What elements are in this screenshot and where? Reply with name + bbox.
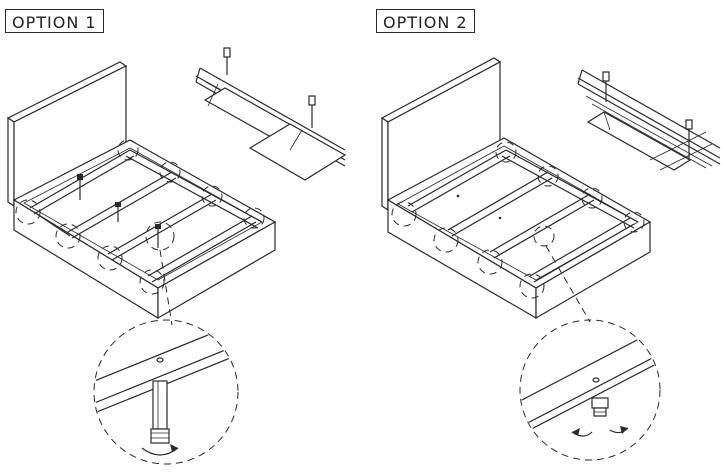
- option-2-dots: [456, 194, 502, 220]
- option-2-frame: [386, 137, 652, 320]
- option-2-headboard: [380, 57, 502, 212]
- option-2-label: OPTION 2: [376, 9, 475, 33]
- option-2-magnified-detail: [519, 319, 661, 461]
- option-2-rail-screw-1: [602, 71, 610, 102]
- option-2-rail-detail: [577, 69, 721, 171]
- option-2-detail-leader: [545, 245, 591, 323]
- option-2-slats: [407, 149, 639, 283]
- option-1-magnified-detail: [93, 319, 239, 465]
- option-1-rail-screw-2: [308, 95, 316, 128]
- option-1-label: OPTION 1: [5, 9, 104, 33]
- option-1-rail-screw-1: [223, 47, 231, 75]
- rotate-arrow-icon: [141, 447, 179, 456]
- option-2-bed: [380, 57, 652, 323]
- option-1-joint-markers: [15, 139, 265, 295]
- option-1-detail-leader: [159, 249, 173, 326]
- option-1-rail-detail: [195, 47, 347, 181]
- option-2-rail-screw-2: [685, 119, 693, 158]
- option-2-joint-markers: [391, 141, 645, 299]
- option-1-legs: [77, 174, 161, 248]
- option-1-bed: [6, 61, 277, 326]
